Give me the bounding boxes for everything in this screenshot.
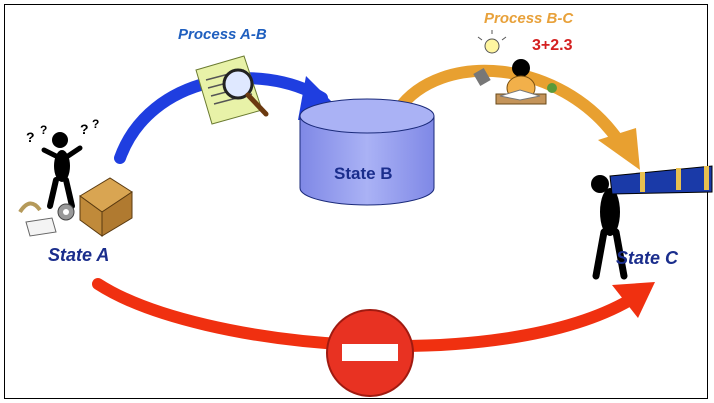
- arrow-b-to-c: [392, 64, 640, 170]
- svg-text:?: ?: [40, 123, 47, 137]
- math-scribble: 3+2.3: [532, 37, 573, 54]
- thinking-student-icon: 3+2.3: [473, 30, 573, 105]
- document-magnifier-icon: [195, 55, 269, 125]
- state-a-label: State A: [48, 245, 110, 265]
- process-ab-label: Process A-B: [178, 26, 267, 43]
- process-bc-label: Process B-C: [484, 10, 574, 27]
- state-b-label: State B: [334, 164, 393, 183]
- svg-text:?: ?: [80, 121, 89, 137]
- database-cylinder-icon: [299, 98, 435, 206]
- person-with-telescope-icon: [591, 165, 713, 280]
- svg-text:?: ?: [92, 117, 99, 131]
- state-c-label: State C: [616, 248, 679, 268]
- confused-person-with-box-icon: ? ? ? ?: [18, 117, 133, 237]
- svg-text:?: ?: [26, 129, 35, 145]
- no-entry-icon: [326, 309, 414, 397]
